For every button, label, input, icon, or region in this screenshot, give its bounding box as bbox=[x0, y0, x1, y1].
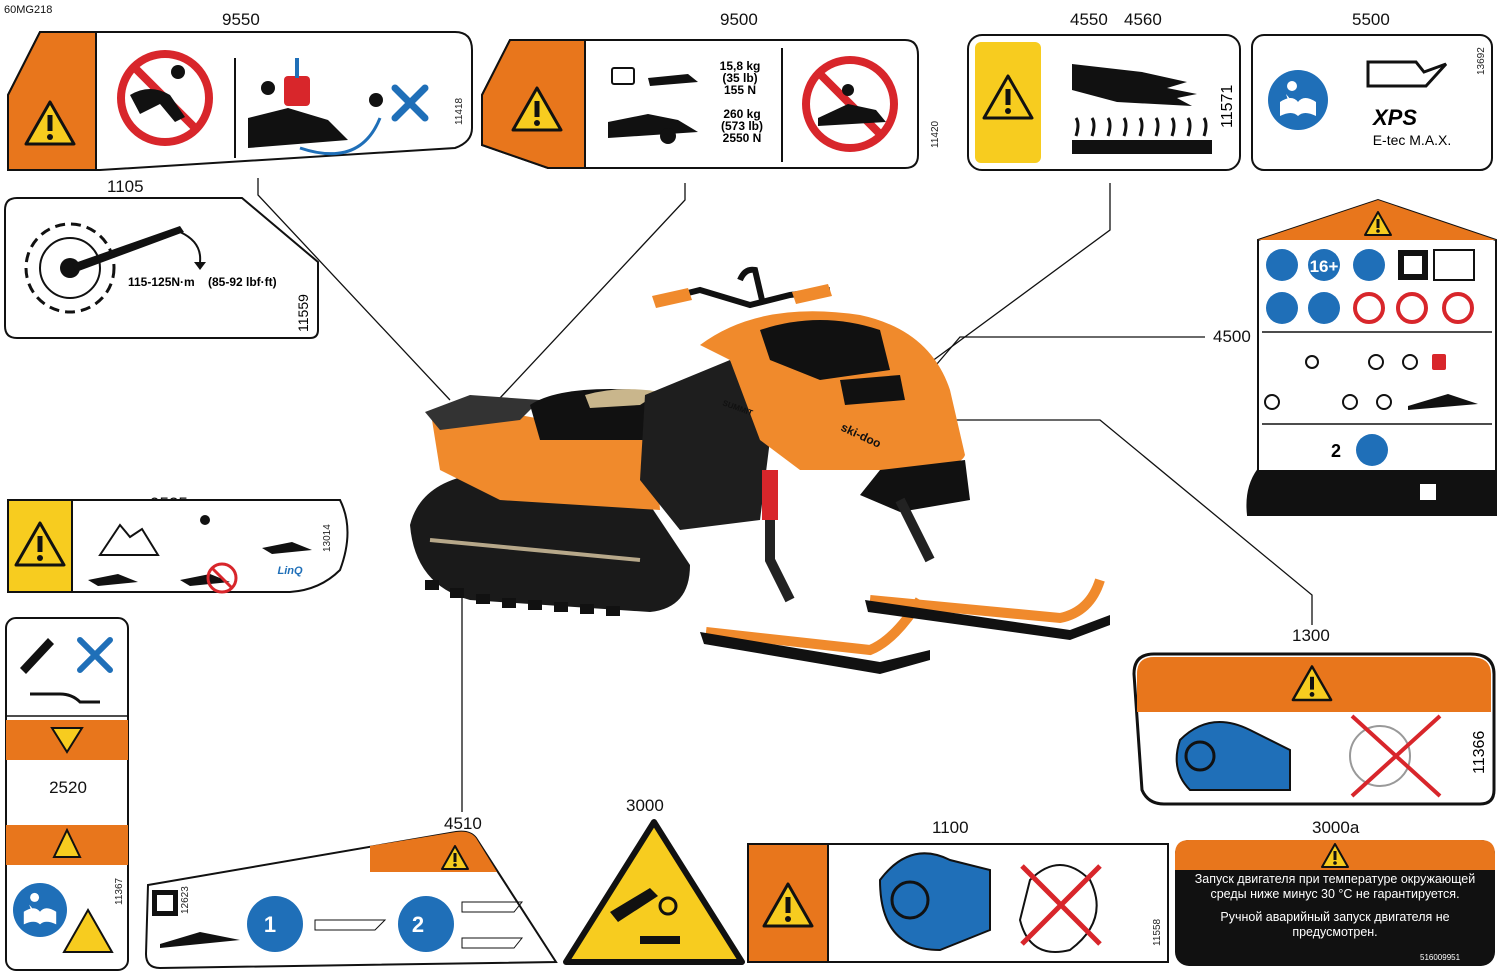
label-code: 13692 bbox=[1476, 47, 1487, 75]
label-9500: 15,8 kg (35 lb) 155 N 260 kg (573 lb) 25… bbox=[481, 39, 941, 169]
label-4550-4560: 11571 bbox=[967, 34, 1241, 171]
label-3000a bbox=[1175, 840, 1495, 966]
document-id: 60MG218 bbox=[4, 4, 53, 16]
svg-text:1: 1 bbox=[264, 912, 276, 937]
callout-9550: 9550 bbox=[222, 10, 260, 29]
cold-start-warning: Запуск двигателя при температуре окружаю… bbox=[1194, 872, 1476, 901]
tow-load-kg: 260 kg bbox=[723, 107, 760, 121]
callout-4510: 4510 bbox=[444, 814, 482, 833]
label-code: 11558 bbox=[1152, 918, 1163, 946]
label-9550: 11418 bbox=[7, 31, 473, 171]
brand-xps: XPS bbox=[1371, 105, 1417, 130]
label-1105: 115-125N·m (85-92 lbf·ft) 11559 bbox=[4, 197, 319, 339]
bag-load-n: 155 N bbox=[724, 83, 756, 97]
label-code: 11571 bbox=[1219, 85, 1236, 128]
label-4500: 16+ 2 bbox=[1246, 198, 1497, 516]
snowmobile-illustration: ski-doo SUMMIT bbox=[410, 266, 1110, 674]
torque-imperial: (85-92 lbf·ft) bbox=[208, 275, 277, 289]
callout-1100: 1100 bbox=[932, 818, 969, 837]
label-code: 13014 bbox=[322, 524, 333, 552]
label-1300: 11366 bbox=[1132, 652, 1496, 806]
label-code: 11420 bbox=[930, 120, 941, 148]
callout-9500: 9500 bbox=[720, 10, 758, 29]
bag-load-kg: 15,8 kg bbox=[720, 59, 761, 73]
age-sign: 16+ bbox=[1310, 257, 1339, 276]
engine-subtitle: E-tec M.A.X. bbox=[1373, 132, 1452, 148]
callout-5500: 5500 bbox=[1352, 10, 1390, 29]
bag-load-lb: (35 lb) bbox=[722, 71, 757, 85]
label-3000 bbox=[563, 819, 745, 965]
callout-4560: 4560 bbox=[1124, 10, 1162, 29]
manual-start-notice: Ручной аварийный запуск двигателя не пре… bbox=[1220, 910, 1450, 939]
label-4510: 12623 1 2 bbox=[144, 830, 558, 970]
tow-load-n: 2550 N bbox=[723, 131, 762, 145]
label-code: 11418 bbox=[454, 97, 465, 125]
label-code: 12623 bbox=[180, 886, 191, 914]
svg-text:2: 2 bbox=[412, 912, 424, 937]
callout-1300: 1300 bbox=[1292, 626, 1330, 645]
callout-2520: 2520 bbox=[49, 778, 87, 797]
label-code: 11559 bbox=[295, 294, 311, 332]
label-2520: 11367 bbox=[5, 617, 129, 971]
label-9525: LinQ 13014 bbox=[7, 499, 349, 594]
label-code: 11367 bbox=[114, 877, 125, 905]
label-code: 516009951 bbox=[1420, 953, 1461, 962]
callout-3000: 3000 bbox=[626, 796, 664, 815]
label-1100: 11558 bbox=[747, 843, 1169, 963]
label-5500: XPS E-tec M.A.X. 13692 bbox=[1251, 34, 1493, 171]
engine-start-notice: Запуск двигателя при температуре окружаю… bbox=[1178, 872, 1492, 948]
tow-load-lb: (573 lb) bbox=[721, 119, 763, 133]
callout-4500: 4500 bbox=[1213, 327, 1251, 346]
callout-4550: 4550 bbox=[1070, 10, 1108, 29]
rider-count: 2 bbox=[1331, 441, 1341, 461]
brand-linq: LinQ bbox=[277, 565, 302, 577]
torque-metric: 115-125N·m bbox=[128, 275, 195, 289]
callout-3000a: 3000a bbox=[1312, 818, 1360, 837]
callout-1105: 1105 bbox=[107, 177, 144, 196]
label-code: 11366 bbox=[1471, 731, 1488, 774]
